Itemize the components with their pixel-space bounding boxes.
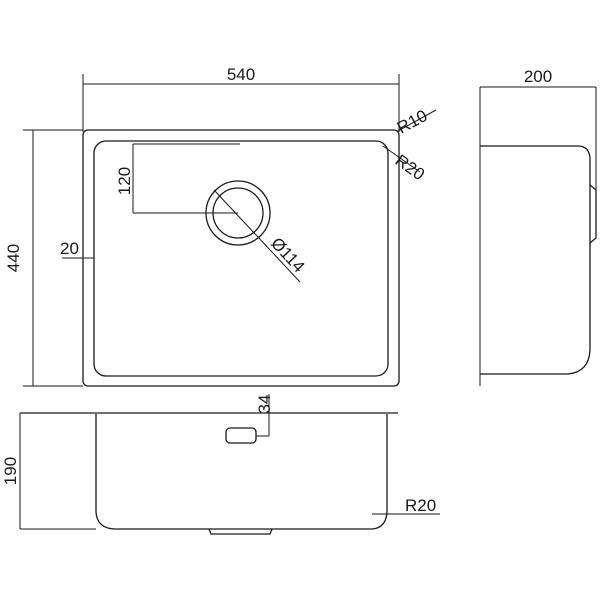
r20-top-leader — [382, 145, 421, 173]
r10-leader — [397, 109, 437, 132]
dim-120-label: 120 — [115, 167, 134, 195]
dim-20-label: 20 — [60, 239, 79, 258]
dim-34-label: 34 — [255, 395, 274, 414]
drain-diameter-leader — [213, 189, 301, 283]
top-view: 540 440 R10 R20 120 20 Ø114 — [4, 65, 437, 387]
drain-diameter-label: Ø114 — [267, 234, 308, 276]
front-bowl-outline — [95, 414, 388, 530]
overflow-slot — [225, 427, 257, 444]
dim-540-label: 540 — [227, 65, 255, 84]
r20-bottom-label: R20 — [405, 496, 436, 515]
dim-190-label: 190 — [1, 457, 20, 485]
front-drain-stub — [208, 528, 273, 535]
dim-200-label: 200 — [524, 67, 552, 86]
side-view: 200 — [479, 67, 597, 386]
front-view: 34 190 R20 — [1, 394, 440, 535]
side-body-outline — [486, 145, 591, 375]
side-drain-knob — [589, 184, 597, 244]
dim-440-label: 440 — [4, 244, 23, 272]
top-inner-outline — [93, 140, 389, 377]
